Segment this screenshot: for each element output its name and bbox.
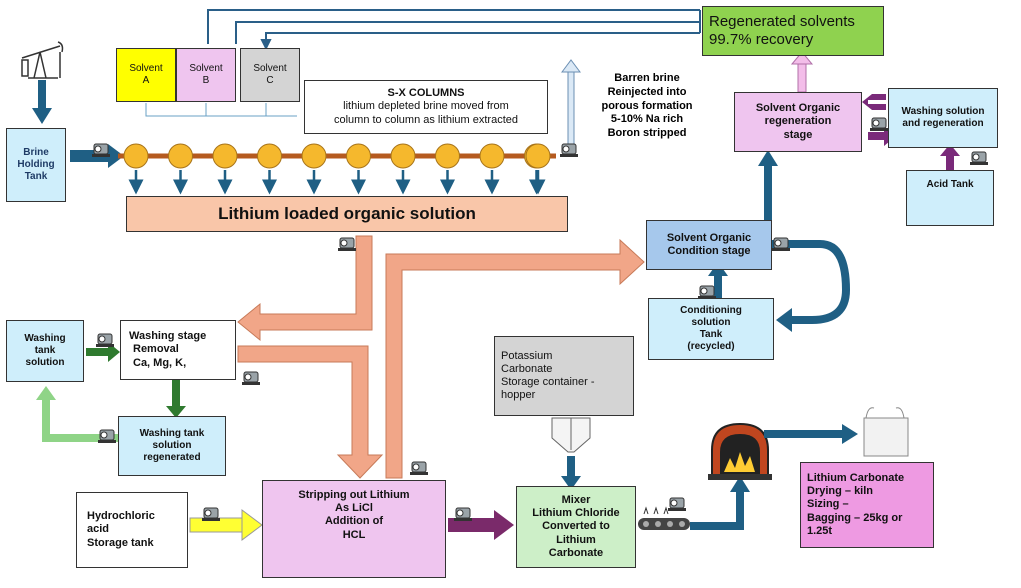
regenerated-solvents: Regenerated solvents 99.7% recovery [702, 6, 884, 56]
sx-column [257, 143, 282, 169]
conditioning-solution-tank: Conditioning solution Tank (recycled) [648, 298, 774, 360]
licl-transfer-arrow [448, 510, 514, 540]
sx-column [301, 143, 327, 169]
brine-holding-tank: Brine Holding Tank [6, 128, 66, 202]
washing-solution-regeneration: Washing solution and regeneration [888, 88, 998, 148]
pump-icon [98, 429, 116, 443]
hydrochloric-acid-tank: Hydrochloric acid Storage tank [76, 492, 188, 568]
solvent-return-lines [207, 9, 701, 51]
pump-icon [970, 151, 988, 165]
sx-columns-note: S-X COLUMNS lithium depleted brine moved… [304, 80, 548, 134]
bagging-arrow [764, 424, 858, 444]
pump-icon [772, 237, 790, 251]
loaded-organic-flow-arrows [237, 235, 645, 479]
hopper-feed-arrow [561, 456, 581, 490]
barren-brine-outlet-arrow [561, 59, 581, 157]
washing-stage-title: Washing stage [129, 330, 207, 343]
pump-icon [870, 117, 888, 131]
pump-icon [454, 507, 472, 521]
acid-tank: Acid Tank [906, 170, 994, 226]
pump-icon [410, 461, 428, 475]
sx-column [346, 143, 371, 169]
pump-icon [668, 497, 686, 511]
column-drain-arrows [128, 170, 546, 195]
lithium-loaded-organic-solution: Lithium loaded organic solution [126, 196, 568, 232]
sx-columns-description: lithium depleted brine moved from column… [333, 100, 519, 126]
barren-brine-note: Barren brine Reinjected into porous form… [601, 72, 693, 139]
sx-column [212, 143, 238, 169]
conveyor-icon [638, 506, 690, 530]
solvent-condition-stage: Solvent Organic Condition stage [646, 220, 772, 270]
stripping-out-lithium: Stripping out Lithium As LiCl Addition o… [262, 480, 446, 578]
solvent-a: Solvent A [116, 48, 176, 102]
sx-column [390, 143, 416, 169]
solvent-b: Solvent B [176, 48, 236, 102]
solvent-regeneration-stage: Solvent Organic regeneration stage [734, 92, 862, 152]
regen-output-arrow [790, 51, 814, 93]
sx-columns [123, 143, 551, 169]
washing-stage: Washing stage Removal Ca, Mg, K, [120, 320, 236, 380]
mixer-lithium-chloride: Mixer Lithium Chloride Converted to Lith… [516, 486, 636, 568]
pumps [92, 117, 988, 521]
kiln-feed-arrow [690, 476, 750, 530]
hopper-icon [551, 417, 591, 453]
sx-column [479, 143, 505, 169]
pump-icon [338, 237, 356, 251]
lithium-carbonate-drying: Lithium Carbonate Drying – kiln Sizing –… [800, 462, 934, 548]
pump-icon [92, 143, 110, 157]
pump-icon [96, 333, 114, 347]
solvent-c: Solvent C [240, 48, 300, 102]
washing-tank-solution-regenerated: Washing tank solution regenerated [118, 416, 226, 476]
kiln-icon [708, 422, 772, 480]
washing-stage-detail: Removal Ca, Mg, K, [133, 343, 187, 369]
potassium-carbonate-hopper: Potassium Carbonate Storage container - … [494, 336, 634, 416]
solvent-feed-lines [145, 103, 297, 117]
pump-icon [698, 285, 716, 299]
pump-icon [560, 143, 578, 157]
sx-column [168, 143, 193, 169]
sx-column [435, 143, 460, 169]
oil-pump-icon [21, 41, 64, 79]
bulk-bag-icon [863, 407, 909, 457]
brine-inflow-arrow [32, 80, 52, 124]
sx-column [123, 143, 149, 169]
sx-columns-title: S-X COLUMNS [387, 87, 465, 100]
hcl-feed-arrow [189, 509, 263, 541]
sx-column [525, 143, 551, 169]
pump-icon [202, 507, 220, 521]
pump-icon [242, 371, 260, 385]
washing-tank-solution: Washing tank solution [6, 320, 84, 382]
